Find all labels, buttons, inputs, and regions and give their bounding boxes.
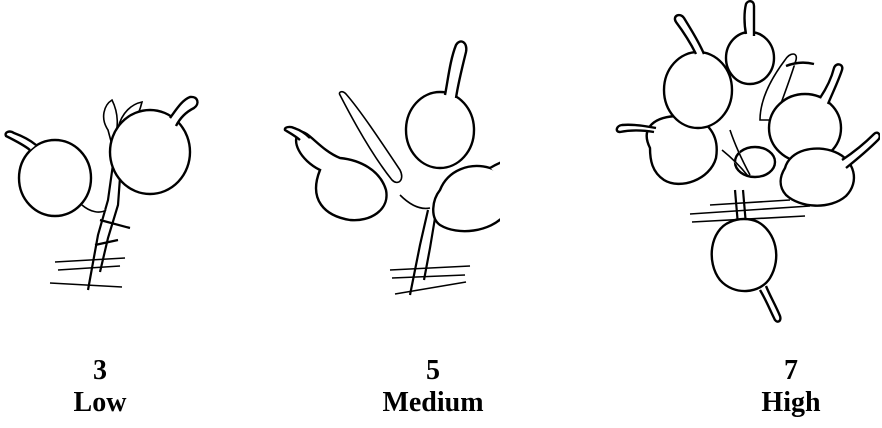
label-low: 3 Low (0, 355, 200, 419)
illustration-medium (280, 0, 500, 330)
label-medium: 5 Medium (333, 355, 533, 419)
level-medium: Medium (333, 387, 533, 419)
score-low: 3 (0, 355, 200, 387)
label-high: 7 High (691, 355, 882, 419)
illustration-low (0, 0, 220, 330)
illustration-high (610, 0, 880, 330)
level-low: Low (0, 387, 200, 419)
score-high: 7 (691, 355, 882, 387)
level-high: High (691, 387, 882, 419)
score-medium: 5 (333, 355, 533, 387)
